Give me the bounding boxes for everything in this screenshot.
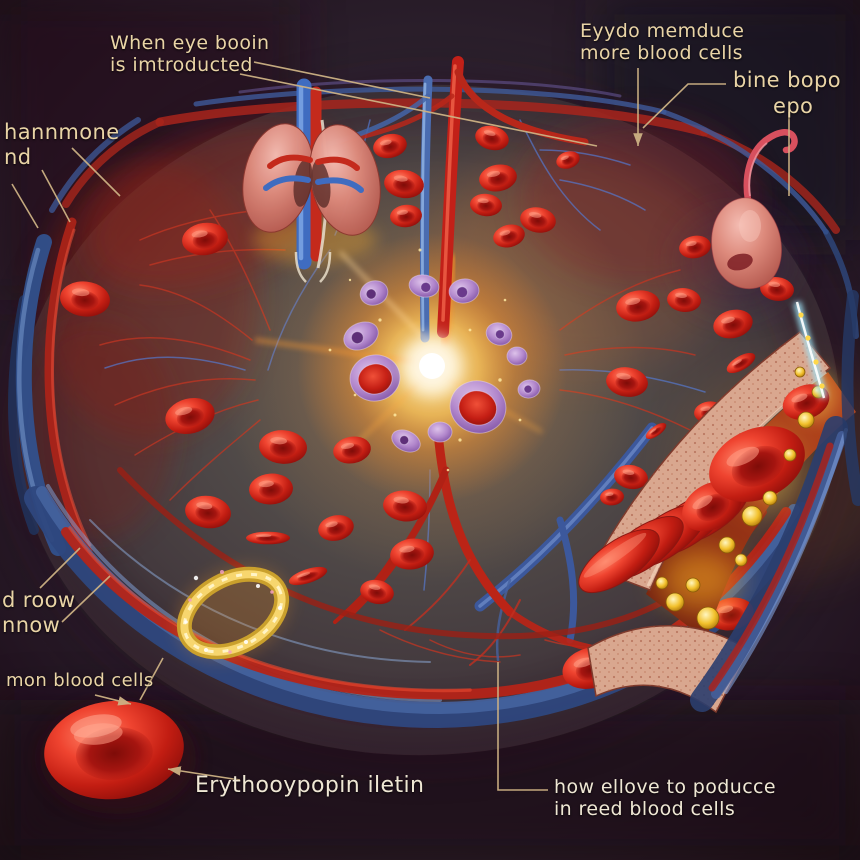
label-line: epo [773, 94, 814, 118]
leader-lines [11, 61, 790, 791]
label-how-produce: how ellove to poducce in reed blood cell… [554, 776, 776, 821]
label-line: in reed blood cells [554, 798, 736, 821]
label-line: more blood cells [580, 42, 743, 65]
label-line: is imtroducted [110, 54, 253, 77]
label-line: hannmone [4, 120, 120, 144]
label-line: nd [4, 144, 32, 169]
bone-marrow-cross-section [578, 290, 860, 714]
label-epo: epo [773, 94, 813, 119]
golden-epo-ring [176, 565, 290, 661]
label-line: Eyydo memduce [580, 20, 745, 42]
glow-core [328, 248, 522, 472]
proerythroblast [349, 354, 401, 402]
red-blood-cell-large [39, 693, 196, 814]
label-line: nnow [2, 612, 61, 637]
purple-progenitor-cells [343, 274, 541, 453]
label-blood-cells: mon blood cells [6, 670, 154, 691]
label-erythropoietin: Erythooypopin iletin [195, 773, 424, 799]
proerythroblast [449, 380, 507, 434]
label-line: Erythooypopin iletin [195, 773, 425, 798]
outer-vessel-bundle [690, 290, 860, 712]
label-line: d roow [2, 588, 76, 612]
epo-gland [711, 129, 798, 290]
label-hormone: hannmone nd [4, 120, 120, 170]
label-bine-bopo: bine bopo [733, 68, 841, 93]
label-line: When eye booin [110, 32, 270, 54]
central-vessels [317, 56, 589, 343]
label-line: mon blood cells [6, 670, 154, 691]
label-produce-more: Eyydo memduce more blood cells [580, 20, 744, 65]
kidneys [242, 78, 426, 340]
label-line: bine bopo [733, 68, 842, 92]
label-bone-marrow: d roow nnow [2, 588, 75, 638]
glowing-injection-streak [793, 301, 828, 400]
label-when-introduced: When eye booin is imtroducted [110, 32, 270, 77]
label-line: how ellove to poducce [554, 776, 776, 798]
